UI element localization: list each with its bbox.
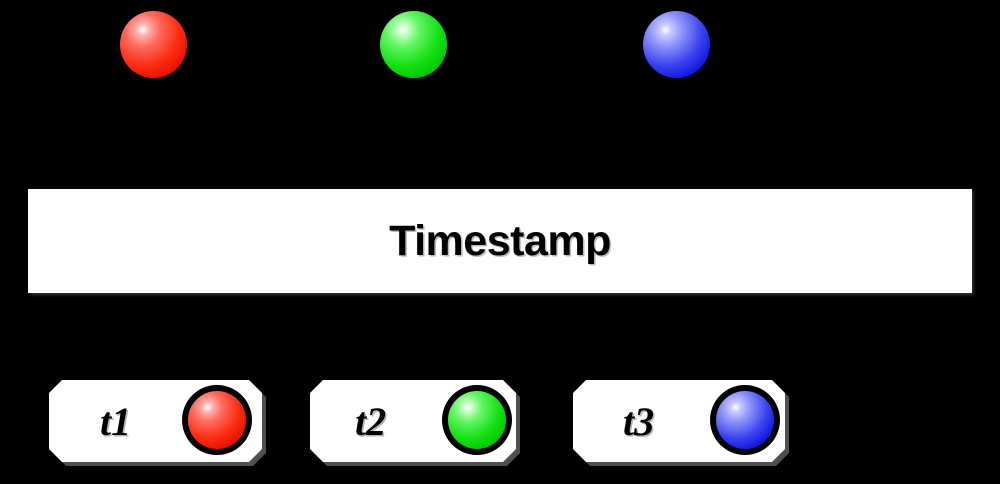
badge-sphere-green (442, 385, 512, 455)
badge-label-t2: t2 (355, 399, 387, 444)
badge-sphere-red (182, 385, 252, 455)
timestamp-banner-label: Timestamp (389, 216, 611, 265)
badge-label-t1: t1 (100, 399, 132, 444)
timestamp-banner: Timestamp (28, 189, 972, 293)
red-sphere (120, 11, 187, 78)
badge-label-t3: t3 (623, 399, 655, 444)
badge-sphere-blue (710, 385, 780, 455)
green-sphere (380, 11, 447, 78)
blue-sphere (643, 11, 710, 78)
